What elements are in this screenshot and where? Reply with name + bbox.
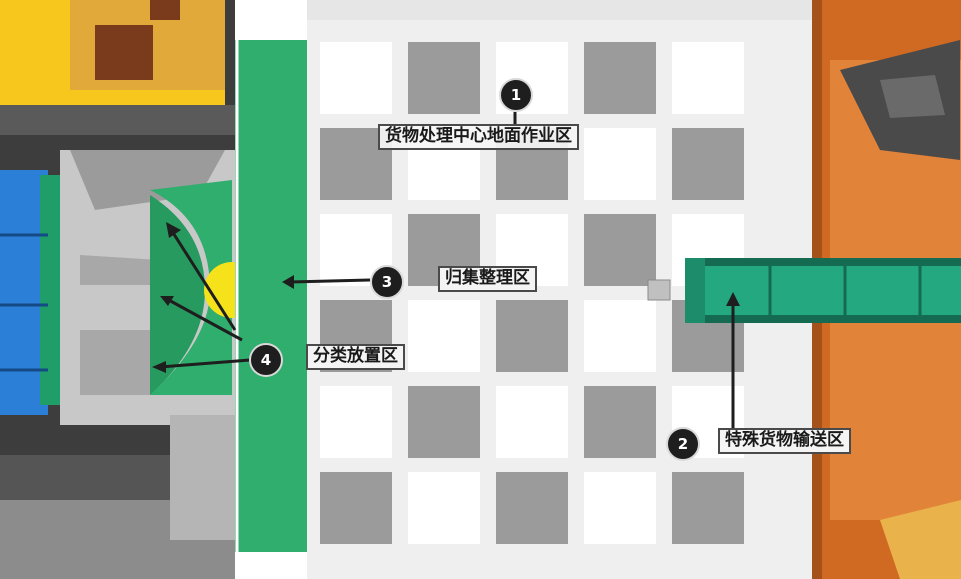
floor-tile <box>672 472 744 544</box>
arrowhead <box>282 275 294 289</box>
roof-window <box>880 75 945 118</box>
zone-3-arrow <box>289 278 371 284</box>
tile-grid <box>320 42 744 544</box>
pointer-arrows <box>159 112 735 440</box>
zone-4-arrow-mid <box>164 296 243 342</box>
floor-tile <box>408 472 480 544</box>
roof-ledge <box>0 105 235 135</box>
floor-margin-top <box>307 0 812 20</box>
shelf-mid <box>80 255 160 285</box>
floor-tile <box>584 214 656 286</box>
conveyor <box>685 258 961 323</box>
bottom-structure <box>170 415 235 540</box>
floor-tile <box>584 472 656 544</box>
floor-tile <box>320 472 392 544</box>
conveyor-bottom-rail <box>685 315 961 323</box>
green-strip <box>235 40 307 552</box>
floor-tile <box>408 42 480 114</box>
transfer-box <box>647 279 671 301</box>
arrow-heads <box>152 222 740 373</box>
arrowhead <box>726 292 740 306</box>
floor-tile <box>408 300 480 372</box>
corner-panel <box>880 500 961 579</box>
zone-4-label: 分类放置区 <box>306 344 405 370</box>
shelf-bottom <box>80 330 165 395</box>
floor-tile <box>672 128 744 200</box>
floor-tile <box>496 386 568 458</box>
zone-4-arrow-upper <box>168 227 237 331</box>
green-sort-area <box>150 180 232 395</box>
floor-tile <box>584 42 656 114</box>
floor-tile <box>320 386 392 458</box>
roof-block <box>95 25 153 80</box>
zone-2-label: 特殊货物输送区 <box>718 428 851 454</box>
zone-3-label: 归集整理区 <box>438 266 537 292</box>
floor-tile <box>408 386 480 458</box>
green-sort-area-inner <box>150 195 205 395</box>
floor-tile <box>320 42 392 114</box>
floor-tile <box>584 128 656 200</box>
zone-2-badge: 2 <box>666 427 700 461</box>
conveyor-end-cap <box>685 258 705 323</box>
zone-4-arrow-lower <box>159 358 251 369</box>
floor-tile <box>672 42 744 114</box>
zone-1-badge: 1 <box>499 78 533 112</box>
zone-1-label: 货物处理中心地面作业区 <box>378 124 579 150</box>
roof-block-small <box>150 0 180 20</box>
zone-3-badge: 3 <box>370 265 404 299</box>
floor-tile <box>496 472 568 544</box>
floor-tile <box>496 300 568 372</box>
arrowhead <box>160 296 174 306</box>
arrowhead <box>166 222 181 238</box>
zone-4-badge: 4 <box>249 343 283 377</box>
arrowhead <box>152 361 166 373</box>
conveyor-top-rail <box>685 258 961 266</box>
floor-tile <box>584 300 656 372</box>
floor-tile <box>584 386 656 458</box>
